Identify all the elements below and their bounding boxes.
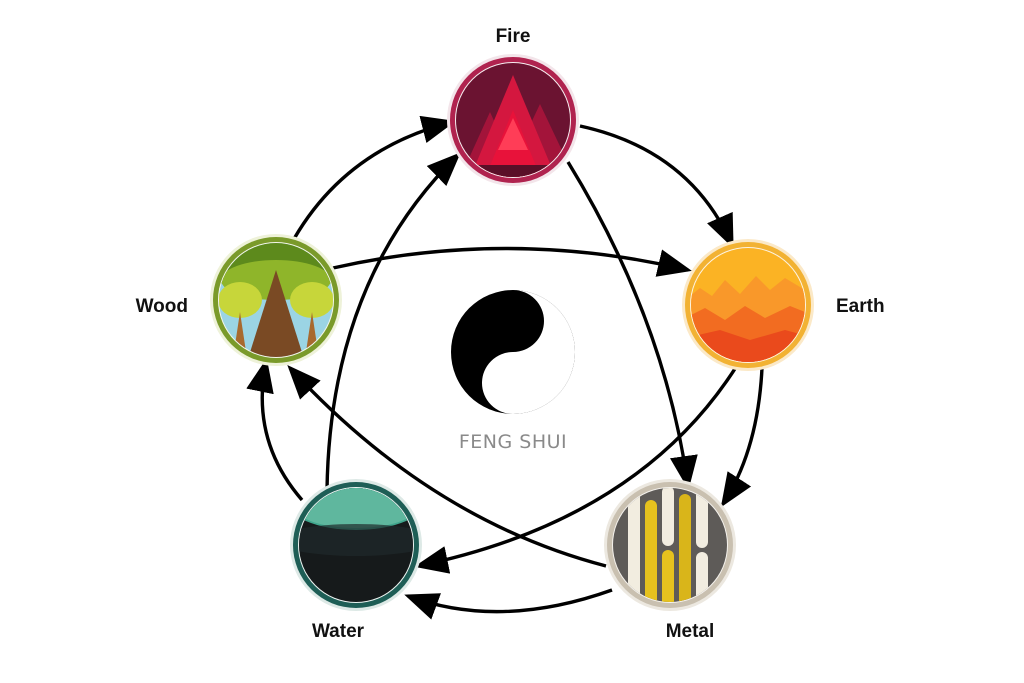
label-metal: Metal — [666, 621, 715, 642]
arrow-fire-to-metal — [566, 161, 698, 490]
fire-element — [447, 54, 579, 186]
arrow-metal-to-water — [404, 588, 613, 620]
center-caption: FENG SHUI — [459, 431, 567, 453]
earth-element — [682, 239, 814, 371]
arrow-water-to-wood — [246, 358, 304, 502]
wood-element — [210, 234, 342, 366]
arrow-water-to-fire — [325, 152, 461, 491]
water-icon — [299, 488, 413, 602]
label-wood: Wood — [136, 296, 188, 317]
arrow-earth-to-metal — [720, 367, 764, 508]
label-earth: Earth — [836, 296, 885, 317]
controlling-cycle-arrows — [287, 152, 740, 574]
generating-cycle-arrows — [246, 115, 764, 620]
water-element — [290, 479, 422, 611]
yin-yang-icon — [451, 290, 575, 414]
label-fire: Fire — [496, 26, 531, 47]
arrow-fire-to-earth — [579, 124, 734, 249]
earth-icon — [691, 248, 805, 362]
arrow-metal-to-wood — [287, 365, 607, 568]
label-water: Water — [312, 621, 365, 642]
wood-icon — [219, 243, 333, 357]
metal-element — [604, 479, 736, 611]
arrow-earth-to-water — [414, 363, 740, 574]
metal-icon — [613, 488, 727, 602]
arrow-wood-to-fire — [288, 115, 456, 247]
